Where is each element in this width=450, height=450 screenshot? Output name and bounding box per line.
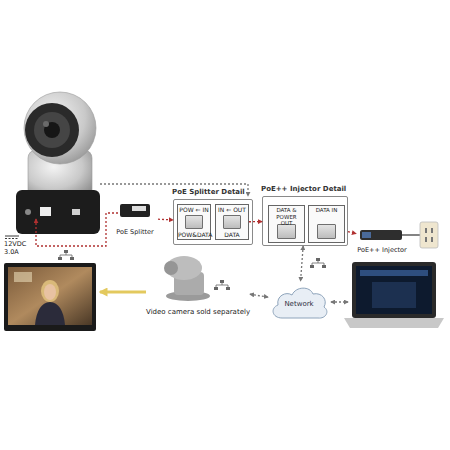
screen-ui	[360, 270, 428, 276]
rj45-jack	[223, 215, 241, 229]
connector	[250, 294, 268, 297]
monitor-screen	[8, 267, 92, 325]
rj45-jack	[317, 224, 336, 239]
camera-lens-ring	[25, 103, 79, 157]
screen-ui	[372, 282, 416, 308]
laptop-screen	[356, 266, 432, 314]
outlet-slot	[431, 228, 433, 233]
device-label: PoE Splitter	[112, 228, 158, 236]
ethernet-port	[40, 207, 51, 216]
poe-injector: PoE++ Injector	[356, 226, 408, 254]
poe-splitter: PoE Splitter	[112, 200, 158, 236]
connector	[301, 246, 304, 281]
camera-head	[24, 92, 96, 164]
screen-light	[14, 272, 32, 282]
monitor	[4, 263, 96, 331]
port-label: IN ⇐ OUT	[216, 206, 248, 213]
connector	[348, 232, 356, 234]
dc-symbol	[5, 238, 19, 239]
power-wire	[36, 213, 118, 246]
device-label: Video camera sold separately	[146, 308, 250, 316]
monitor-bezel	[4, 263, 96, 331]
power-rating: 12VDC 3.0A	[4, 241, 34, 256]
network-icon	[310, 258, 326, 268]
port: IN ⇐ OUT DATA	[215, 204, 249, 240]
power-jack	[25, 209, 31, 215]
port-label: POW ⇐ IN	[178, 206, 210, 213]
network-icon	[214, 280, 230, 290]
detail-heading: PoE Splitter Detail	[172, 188, 245, 196]
detail-leader	[100, 184, 248, 196]
power-cord	[402, 234, 420, 235]
port: DATA & POWER OUT	[268, 205, 305, 243]
network-icon	[58, 250, 74, 260]
port-caption: DATA	[216, 231, 248, 238]
lens-highlight	[43, 121, 49, 127]
camera-base	[16, 190, 100, 234]
presenter-hair	[41, 280, 59, 302]
splitter-sticker	[132, 206, 146, 211]
detail-heading: PoE++ Injector Detail	[261, 185, 346, 193]
port: DATA IN	[308, 205, 345, 243]
camera-lens	[34, 112, 70, 148]
connector	[158, 219, 173, 221]
cloud-label: Network	[268, 281, 330, 323]
network-link	[331, 301, 348, 302]
dc-symbol	[5, 236, 19, 237]
laptop	[344, 262, 444, 328]
usb-port	[72, 209, 80, 215]
presenter-body	[35, 302, 65, 325]
port: POW ⇐ IN POW&DATA	[177, 204, 211, 240]
camera-lens-center	[44, 122, 60, 138]
ptz-camera	[16, 92, 100, 234]
rj45-jack	[185, 215, 203, 229]
injector-body	[360, 230, 402, 240]
detail-box: PoE++ Injector DetailDATA & POWER OUTDAT…	[262, 196, 348, 246]
outlet-slot	[425, 228, 427, 233]
video-feed-arrow	[100, 291, 146, 294]
wall-outlet	[420, 222, 438, 248]
port-label: DATA IN	[310, 207, 343, 214]
video-camera-icon	[164, 256, 210, 301]
rj45-jack	[277, 224, 296, 239]
video-camera: Video camera sold separately	[146, 256, 250, 316]
network-cloud: Network	[268, 281, 330, 323]
device-label: PoE++ Injector	[356, 246, 408, 254]
camera-icon-lens	[164, 261, 178, 275]
detail-box: PoE Splitter DetailPOW ⇐ INPOW&DATAIN ⇐ …	[173, 199, 253, 245]
port-caption: POW&DATA	[178, 231, 210, 238]
laptop-base	[344, 318, 444, 328]
splitter-body	[120, 204, 150, 217]
laptop-lid	[352, 262, 436, 318]
injector-front	[362, 232, 371, 238]
outlet-slot	[431, 237, 433, 242]
port-label: DATA & POWER OUT	[270, 207, 303, 227]
presenter-face	[44, 284, 56, 300]
outlet-slot	[425, 237, 427, 242]
